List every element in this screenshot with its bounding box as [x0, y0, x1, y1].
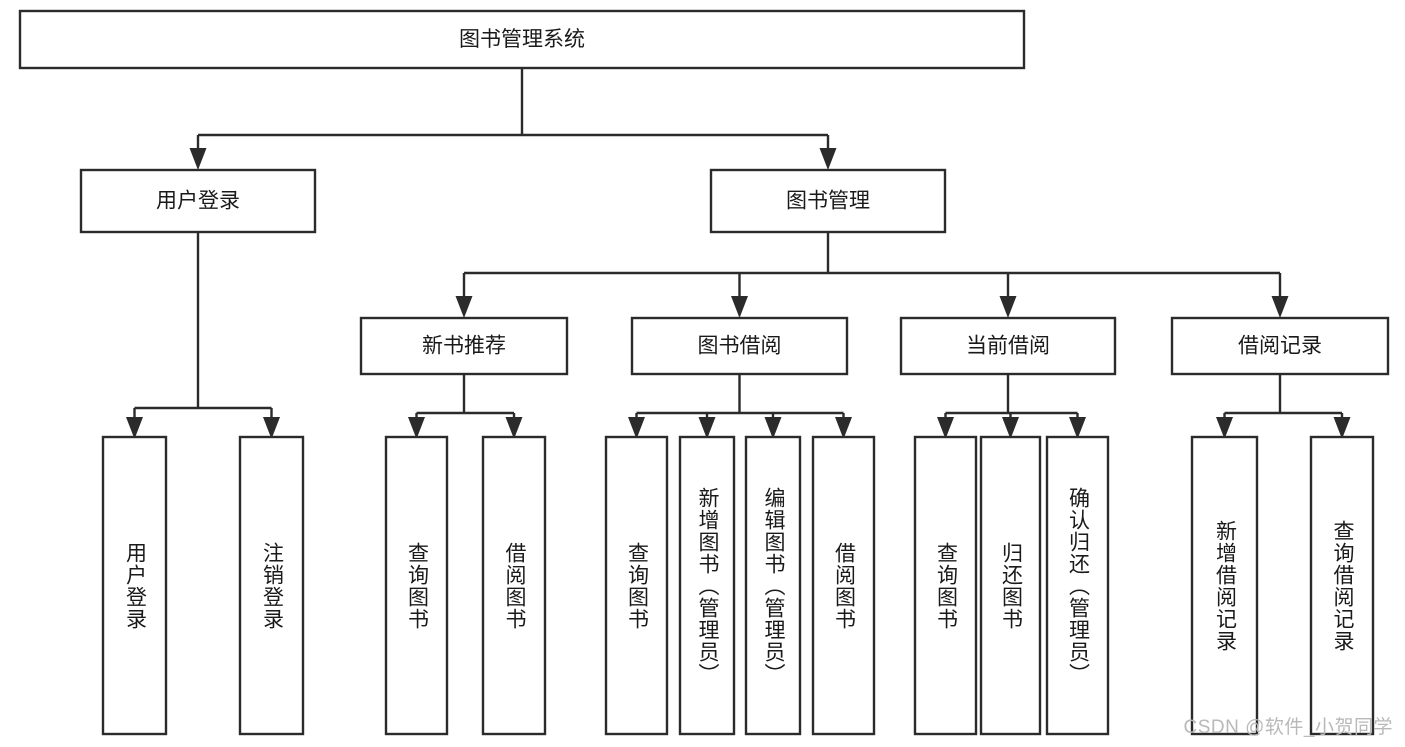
- node-box-leaf-query-book-3[interactable]: [913, 435, 978, 736]
- node-box-leaf-query-book-1[interactable]: [384, 435, 449, 736]
- node-box-leaf-borrow-book-2[interactable]: [811, 435, 876, 736]
- node-box-leaf-query-record[interactable]: [1309, 435, 1375, 736]
- node-box-leaf-confirm-return[interactable]: [1045, 435, 1110, 736]
- node-box-new-book-recommend[interactable]: [359, 316, 569, 376]
- node-label-root: 图书管理系统: [459, 28, 585, 51]
- node-box-user-login[interactable]: [79, 168, 317, 234]
- node-boxes: [18, 9, 1390, 736]
- arrow-head-leaf-query-book-2: [628, 417, 645, 439]
- arrow-head-current-borrow: [999, 296, 1017, 318]
- arrow-head-leaf-borrow-book-1: [505, 417, 523, 439]
- arrow-head-user-login: [189, 148, 207, 170]
- arrow-head-borrow-record: [1271, 296, 1289, 318]
- connector-lines: [126, 68, 1351, 439]
- node-label-new-book-recommend: 新书推荐: [422, 335, 506, 358]
- node-box-leaf-add-record[interactable]: [1190, 435, 1259, 736]
- arrow-head-leaf-add-book: [698, 417, 716, 439]
- node-label-book-borrow: 图书借阅: [698, 335, 782, 358]
- arrow-head-leaf-query-book-3: [937, 417, 954, 439]
- arrow-head-leaf-user-login: [126, 417, 143, 439]
- arrow-head-book-manage: [819, 148, 837, 170]
- node-box-leaf-query-book-2[interactable]: [604, 435, 669, 736]
- node-box-leaf-borrow-book-1[interactable]: [481, 435, 547, 736]
- node-box-borrow-record[interactable]: [1170, 316, 1390, 376]
- node-box-leaf-add-book[interactable]: [678, 435, 736, 736]
- node-box-leaf-edit-book[interactable]: [744, 435, 802, 736]
- arrow-head-leaf-borrow-book-2: [835, 417, 852, 439]
- node-label-book-manage: 图书管理: [786, 190, 870, 213]
- node-box-book-borrow[interactable]: [630, 316, 849, 376]
- node-label-borrow-record: 借阅记录: [1238, 335, 1322, 358]
- arrow-head-leaf-query-record: [1333, 417, 1351, 439]
- csdn-watermark: CSDN @软件_小贺同学: [1183, 717, 1393, 738]
- arrow-head-leaf-user-logout: [263, 417, 280, 439]
- arrow-head-new-book-recommend: [455, 296, 473, 318]
- arrow-head-leaf-add-record: [1216, 417, 1233, 439]
- arrow-head-leaf-return-book: [1002, 417, 1019, 439]
- node-box-leaf-return-book[interactable]: [979, 435, 1042, 736]
- node-box-current-borrow[interactable]: [899, 316, 1117, 376]
- node-box-leaf-user-login[interactable]: [101, 435, 168, 736]
- node-box-root[interactable]: [18, 9, 1026, 70]
- node-label-current-borrow: 当前借阅: [966, 335, 1050, 358]
- arrow-head-book-borrow: [731, 296, 748, 318]
- node-box-book-manage[interactable]: [709, 168, 947, 234]
- arrow-head-leaf-confirm-return: [1069, 417, 1086, 439]
- node-label-user-login: 用户登录: [156, 190, 240, 213]
- node-box-leaf-user-logout[interactable]: [238, 435, 305, 736]
- arrow-head-leaf-edit-book: [764, 417, 782, 439]
- arrow-head-leaf-query-book-1: [408, 417, 425, 439]
